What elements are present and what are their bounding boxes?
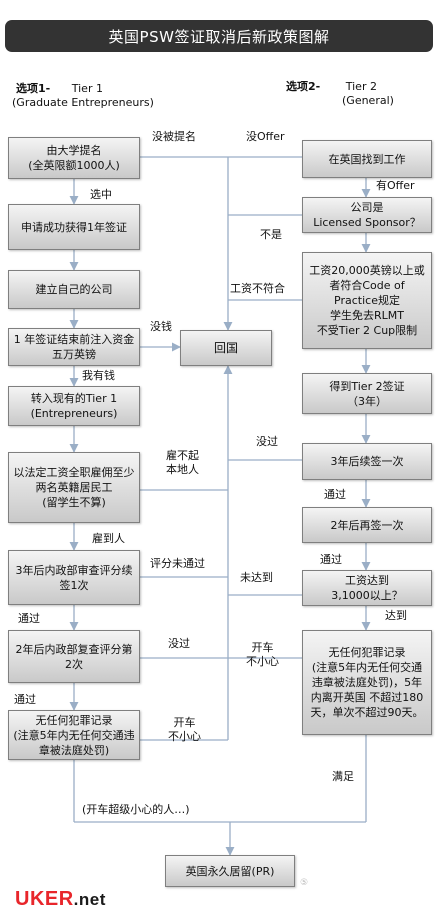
box-return-home-text: 回国: [213, 340, 238, 355]
box-t2-visa-text: 得到Tier 2签证 （3年）: [329, 379, 405, 408]
box-inject-funds-text: 1 年签证结束前注入资金五万英镑: [13, 333, 135, 361]
box-own-company: 建立自己的公司: [8, 270, 140, 309]
box-pr-text: 英国永久居留(PR): [185, 864, 275, 878]
right-header: 选项2- Tier 2 (General): [286, 80, 394, 108]
box-salary-text: 工资20,000英镑以上或者符合Code of Practice规定 学生免去R…: [309, 264, 425, 337]
logo-brand: UKER: [15, 888, 74, 910]
label-not-passed-r: 没过: [256, 435, 278, 448]
box-renew2: 2年后再签一次: [302, 507, 432, 543]
label-passed-l2: 通过: [14, 693, 36, 706]
box-no-crime-left-text: 无任何犯罪记录 (注意5年内无任何交通违章被法庭处罚): [13, 713, 135, 757]
label-cant-hire: 雇不起 本地人: [166, 449, 199, 476]
label-careless-l: 开车 不小心: [168, 716, 201, 743]
label-not-nominated: 没被提名: [152, 130, 196, 143]
label-not-passed-l: 没过: [168, 637, 190, 650]
page-title: 英国PSW签证取消后新政策图解: [5, 20, 433, 52]
label-reached: 达到: [385, 609, 407, 622]
box-no-crime-left: 无任何犯罪记录 (注意5年内无任何交通违章被法庭处罚): [8, 710, 140, 760]
box-t2-visa: 得到Tier 2签证 （3年）: [302, 373, 432, 414]
box-hire-local-text: 以法定工资全职雇佣至少两名英籍居民工 (留学生不算): [13, 466, 135, 509]
box-salary2-text: 工资达到 3,1000以上？: [331, 574, 403, 602]
left-header-tier: Tier 1: [71, 82, 103, 95]
box-nominated-text: 由大学提名 (全英限额1000人): [28, 144, 120, 172]
left-header: 选项1- Tier 1 (Graduate Entrepreneurs): [12, 82, 154, 110]
label-passed-r1: 通过: [324, 488, 346, 501]
box-find-job: 在英国找到工作: [302, 140, 432, 178]
box-own-company-text: 建立自己的公司: [35, 283, 113, 296]
box-find-job-text: 在英国找到工作: [328, 152, 406, 166]
uker-logo: UKER.net: [15, 888, 106, 911]
label-passed-l1: 通过: [18, 612, 40, 625]
label-selected: 选中: [90, 188, 112, 201]
box-no-crime-right-text: 无任何犯罪记录 (注意5年内无任何交通违章被法庭处罚)，5年内离开英国 不超过1…: [310, 646, 424, 719]
box-review2-text: 2年后内政部复查评分第2次: [15, 642, 133, 671]
box-nominated: 由大学提名 (全英限额1000人): [8, 137, 140, 179]
right-header-option: 选项2-: [286, 80, 321, 93]
box-pr: 英国永久居留(PR): [165, 855, 295, 887]
box-salary2: 工资达到 3,1000以上？: [302, 570, 432, 606]
label-no-offer: 没Offer: [246, 130, 285, 143]
label-no-sponsor: 不是: [260, 228, 282, 241]
box-switch-t1: 转入现有的Tier 1 (Entrepreneurs): [8, 386, 140, 426]
label-have-money: 我有钱: [82, 369, 115, 382]
box-renew1: 3年后续签一次: [302, 443, 432, 480]
box-renew1-text: 3年后续签一次: [330, 455, 404, 468]
label-hired: 雇到人: [92, 532, 125, 545]
watermark: ⑤: [300, 878, 309, 888]
box-switch-t1-text: 转入现有的Tier 1 (Entrepreneurs): [30, 392, 118, 420]
box-apply-visa-text: 申请成功获得1年签证: [21, 220, 127, 234]
label-no-money: 没钱: [150, 320, 172, 333]
label-score-fail: 评分未通过: [150, 557, 205, 570]
left-header-option: 选项1-: [16, 82, 51, 95]
box-review1-text: 3年后内政部审查评分续签1次: [15, 563, 133, 592]
box-hire-local: 以法定工资全职雇佣至少两名英籍居民工 (留学生不算): [8, 452, 140, 523]
box-review2: 2年后内政部复查评分第2次: [8, 630, 140, 683]
box-review1: 3年后内政部审查评分续签1次: [8, 550, 140, 605]
logo-suffix: .net: [73, 890, 106, 909]
box-sponsor: 公司是 Licensed Sponsor？: [302, 197, 432, 233]
box-inject-funds: 1 年签证结束前注入资金五万英镑: [8, 328, 140, 366]
box-apply-visa: 申请成功获得1年签证: [8, 204, 140, 250]
label-careless-r: 开车 不小心: [246, 641, 279, 668]
label-passed-r2: 通过: [320, 553, 342, 566]
box-return-home: 回国: [180, 330, 272, 366]
label-not-reached: 未达到: [240, 571, 273, 584]
label-has-offer: 有Offer: [376, 179, 415, 192]
box-renew2-text: 2年后再签一次: [330, 518, 404, 532]
box-sponsor-text: 公司是 Licensed Sponsor？: [313, 201, 421, 229]
box-no-crime-right: 无任何犯罪记录 (注意5年内无任何交通违章被法庭处罚)，5年内离开英国 不超过1…: [302, 630, 432, 735]
label-salary-fail: 工资不符合: [230, 282, 285, 295]
right-header-tier: Tier 2: [345, 80, 377, 93]
label-satisfied: 满足: [332, 770, 354, 783]
right-header-sub: (General): [342, 94, 394, 107]
box-salary: 工资20,000英镑以上或者符合Code of Practice规定 学生免去R…: [302, 252, 432, 349]
left-header-sub: (Graduate Entrepreneurs): [12, 96, 154, 109]
label-careful: (开车超级小心的人…): [82, 803, 190, 816]
